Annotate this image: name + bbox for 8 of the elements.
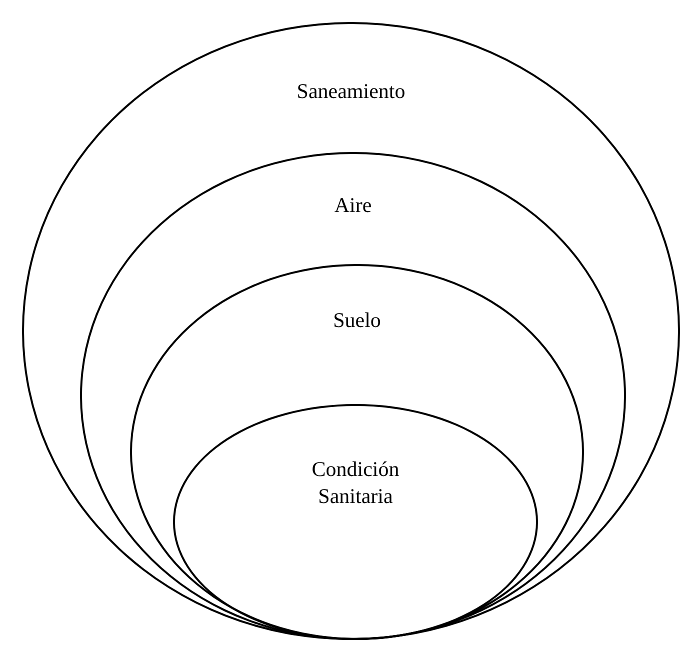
ellipse-label: Aire [334,192,372,219]
ellipse-label: Suelo [333,307,381,334]
ellipse [80,152,626,640]
ellipse [130,264,584,640]
ellipse [22,22,680,640]
ellipse [173,404,538,640]
ellipse-label: Saneamiento [296,78,406,105]
ellipse-label: Condición Sanitaria [310,456,400,510]
